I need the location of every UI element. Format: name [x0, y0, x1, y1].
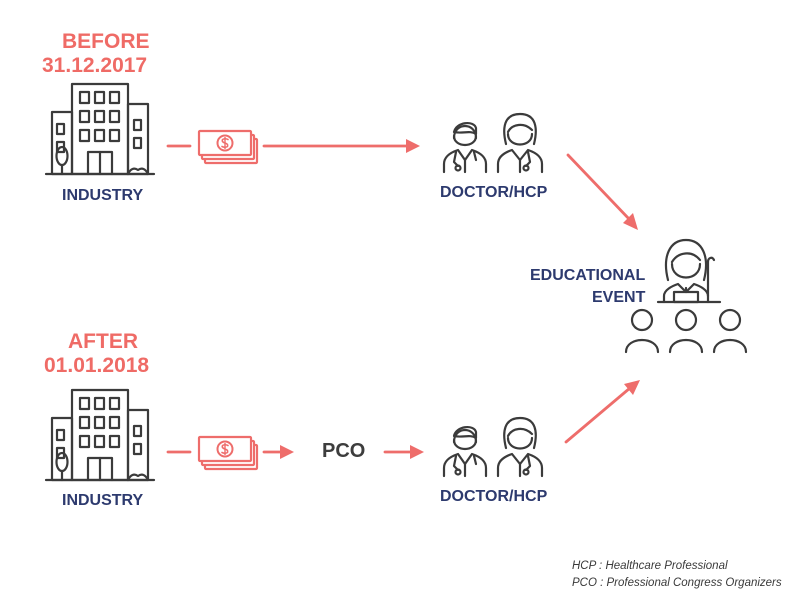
before-date: 31.12.2017: [42, 54, 148, 77]
after-arrow-to-doctor-icon: [383, 445, 424, 459]
before-title: BEFORE: [62, 30, 150, 53]
after-building-icon: [44, 388, 156, 482]
after-arrow-to-pco-icon: [262, 445, 294, 459]
before-industry-label: INDUSTRY: [62, 187, 144, 204]
legend-pco: PCO : Professional Congress Organizers: [572, 577, 782, 589]
before-to-event-arrow-icon: [566, 153, 638, 230]
event-label-line2: EVENT: [592, 289, 646, 306]
before-doctor-label: DOCTOR/HCP: [440, 184, 548, 201]
after-title: AFTER: [68, 330, 138, 353]
after-date: 01.01.2018: [44, 354, 150, 377]
pco-label: PCO: [322, 440, 366, 462]
before-arrow-icon: [262, 139, 420, 153]
after-industry-label: INDUSTRY: [62, 492, 144, 509]
before-building-icon: [44, 82, 156, 176]
after-to-event-arrow-icon: [564, 380, 640, 444]
event-label-line1: EDUCATIONAL: [530, 267, 646, 284]
before-doctors-icon: [442, 112, 544, 174]
before-money-icon: [197, 129, 259, 165]
after-doctors-icon: [442, 416, 544, 478]
legend-hcp: HCP : Healthcare Professional: [572, 560, 728, 572]
after-money-icon: [197, 435, 259, 471]
after-doctor-label: DOCTOR/HCP: [440, 488, 548, 505]
